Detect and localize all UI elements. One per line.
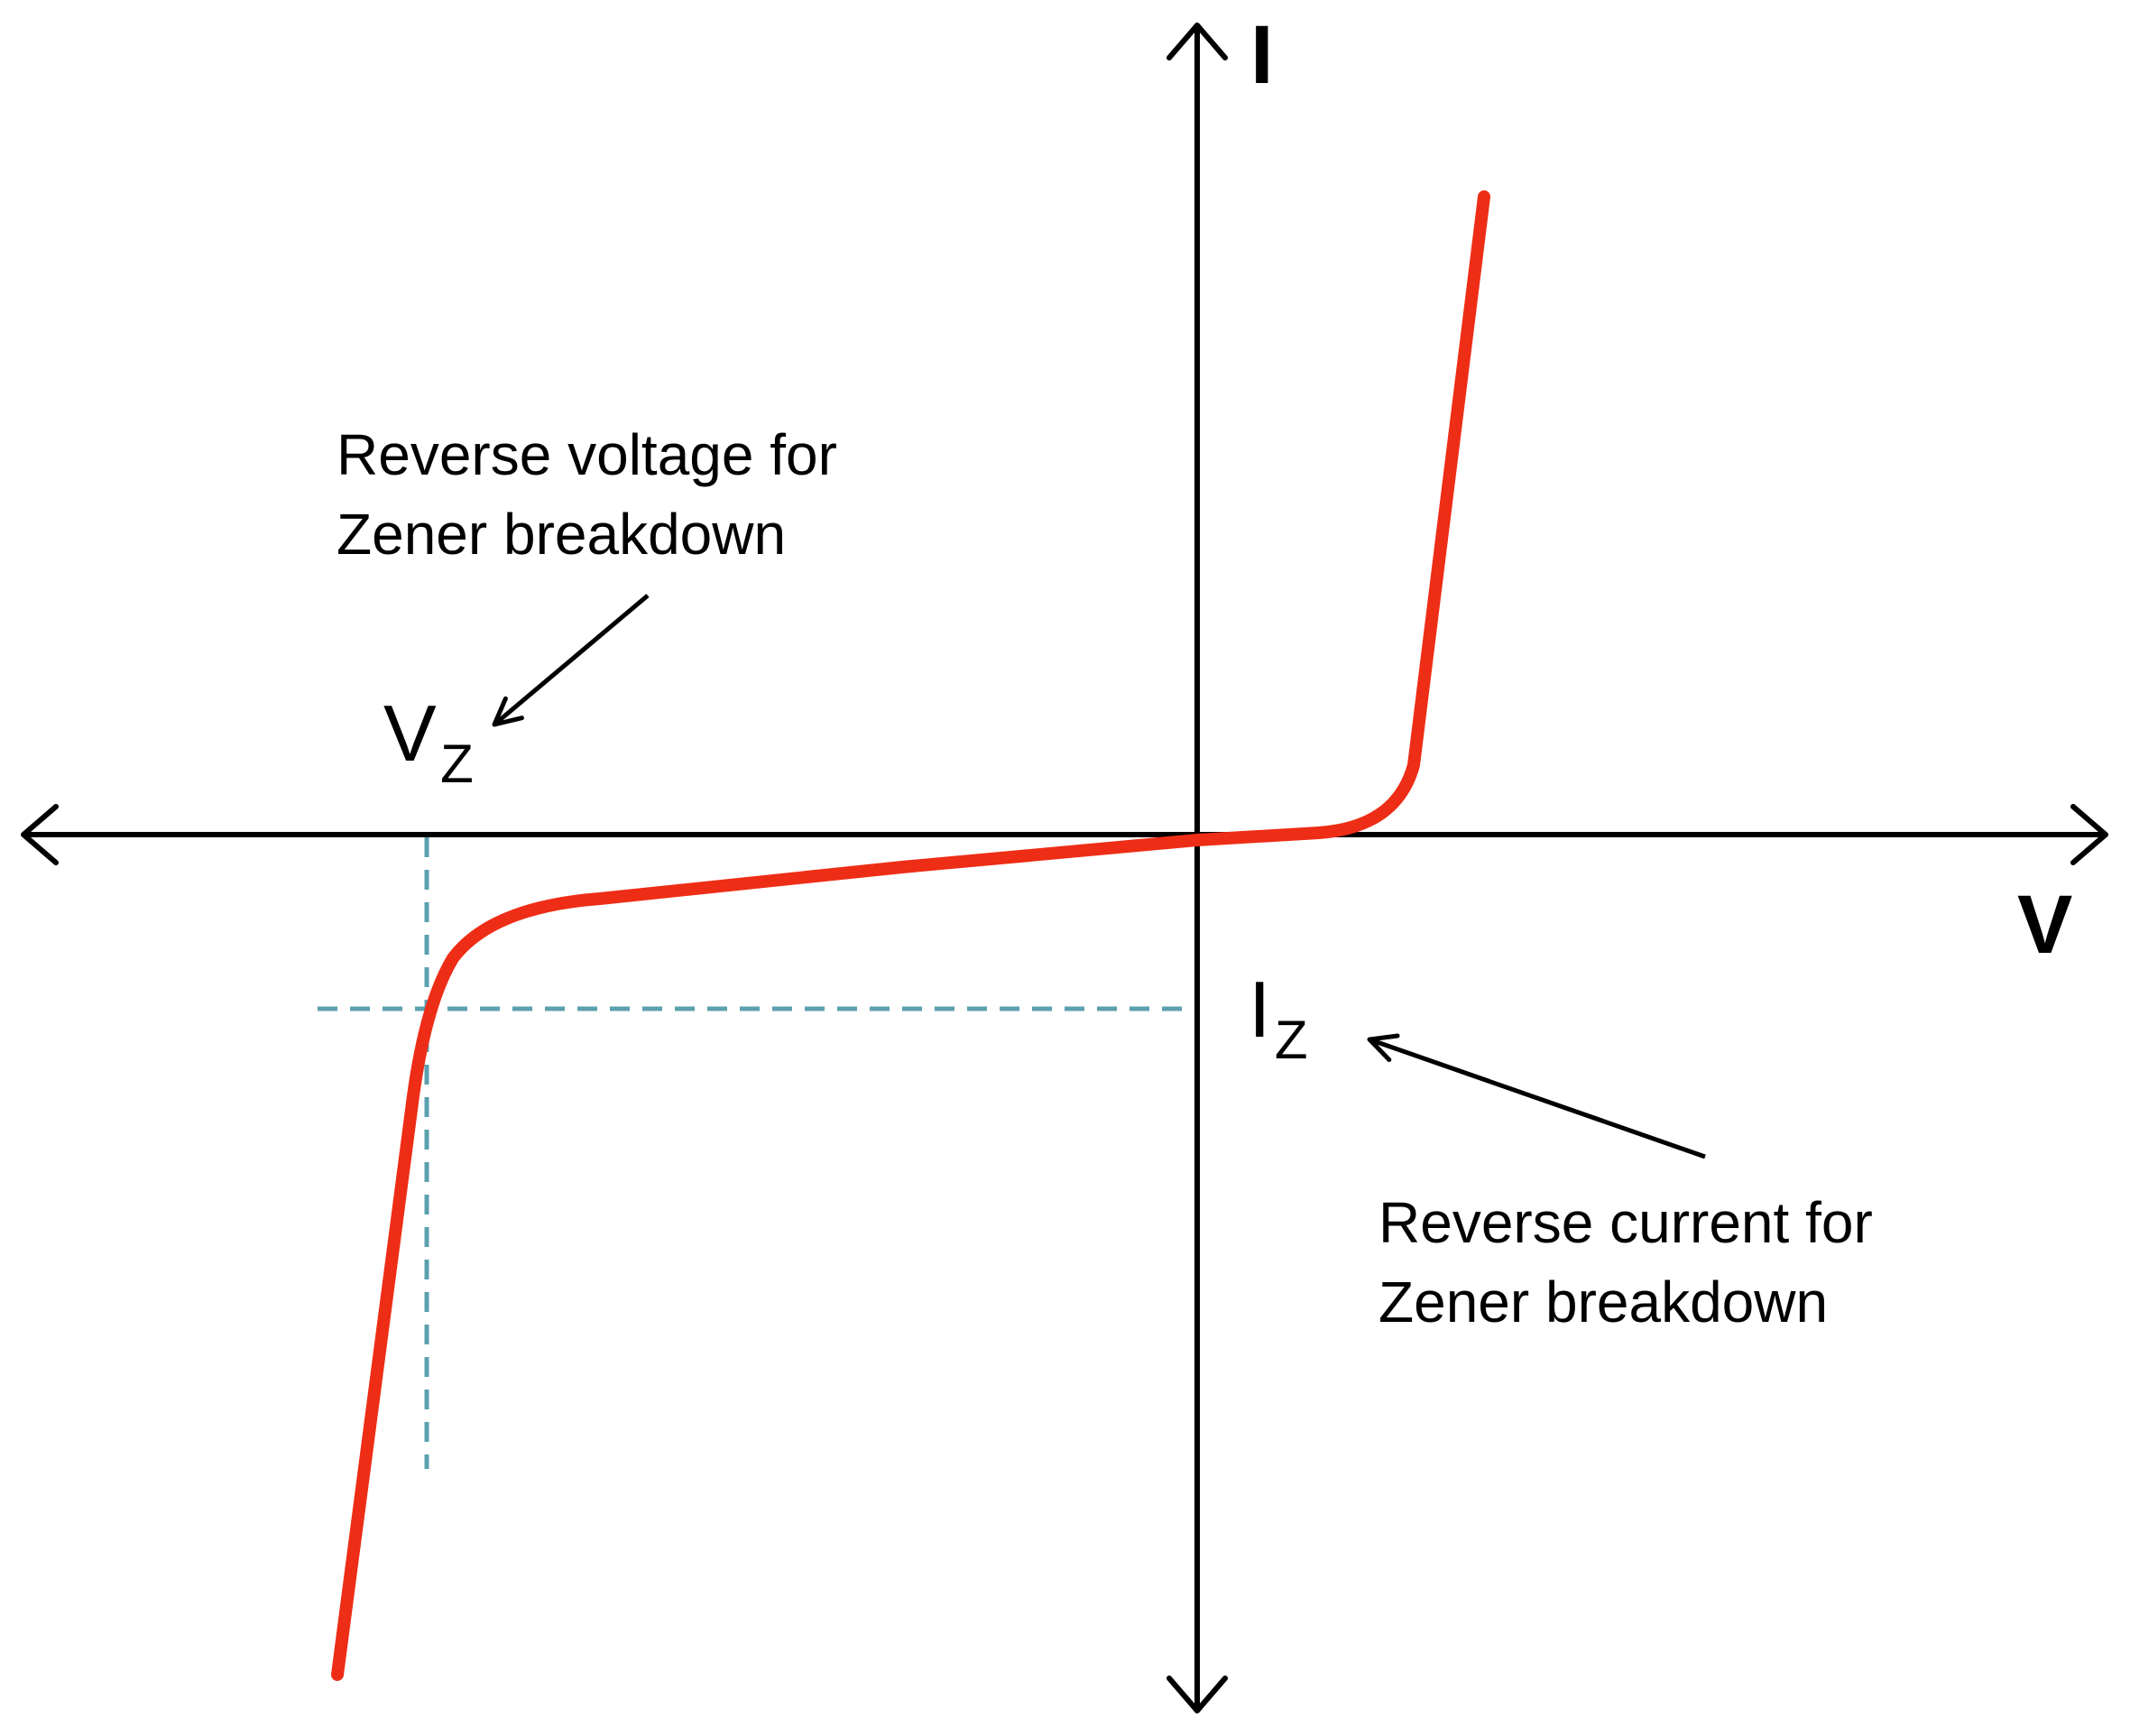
i-axis-bottom-arrow-icon: [1166, 1676, 1228, 1713]
reverse-current-annotation: Reverse current for Zener breakdown: [1379, 1190, 1889, 1334]
iz-label-subscript: Z: [1275, 1010, 1308, 1070]
v-axis-label: V: [2017, 879, 2072, 971]
iz-label: I Z: [1249, 965, 1308, 1070]
reverse-current-arrow-icon: [1367, 1033, 1706, 1159]
vz-label-subscript: Z: [440, 734, 474, 794]
v-axis-left-arrow-icon: [21, 804, 59, 865]
reverse-current-annotation-line2: Zener breakdown: [1379, 1270, 1828, 1334]
reverse-current-annotation-line1: Reverse current for: [1379, 1190, 1873, 1255]
vz-label: V Z: [383, 688, 474, 794]
iz-label-main: I: [1249, 965, 1270, 1054]
reverse-voltage-annotation: Reverse voltage for Zener breakdown: [337, 422, 853, 567]
reverse-voltage-arrow-icon: [492, 594, 650, 727]
i-axis-top-arrow-icon: [1166, 23, 1228, 60]
reverse-voltage-annotation-line1: Reverse voltage for: [337, 422, 837, 487]
v-axis-right-arrow-icon: [2070, 804, 2108, 865]
reverse-voltage-annotation-line2: Zener breakdown: [337, 502, 786, 567]
vz-label-main: V: [383, 688, 437, 778]
diode-iv-curve: [331, 190, 1490, 1681]
i-axis-label: I: [1250, 9, 1274, 101]
